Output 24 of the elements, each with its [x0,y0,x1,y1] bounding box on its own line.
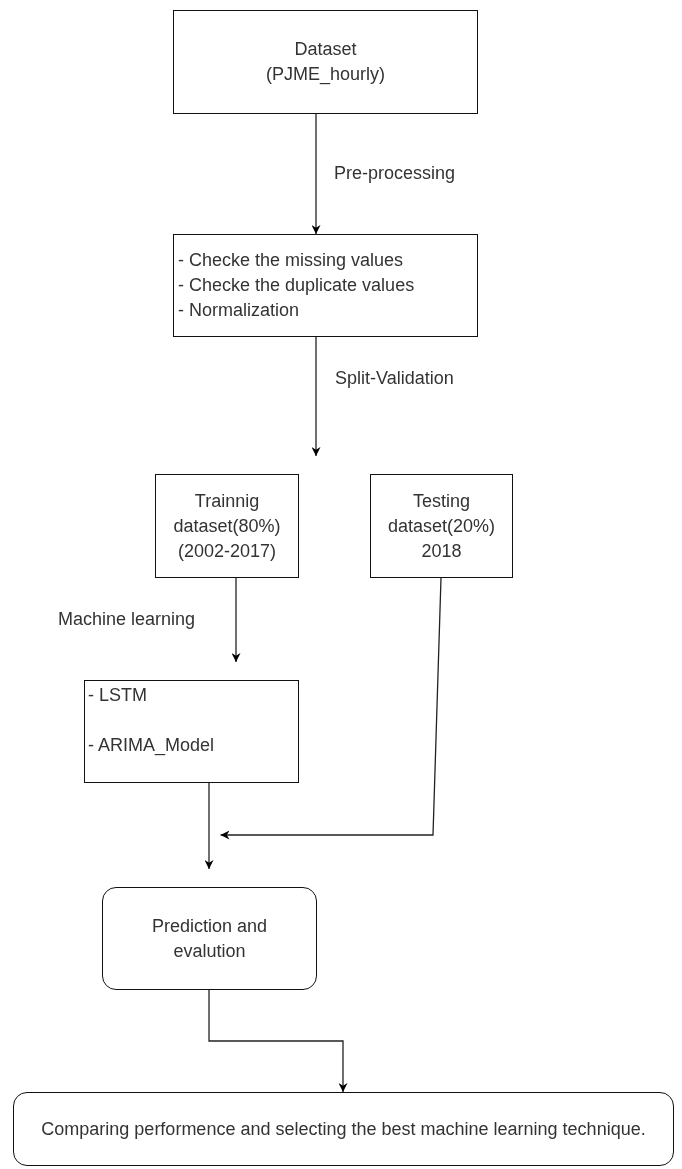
process-box [173,10,478,114]
process-box [173,234,478,337]
rounded-process-box [102,887,317,990]
node-text: (PJME_hourly) [265,63,386,87]
node-text: - ARIMA_Model [88,734,216,758]
node-text: Comparing performence and selecting the best machine learning technique. [40,1117,647,1141]
node-text: - Normalization [178,299,301,322]
arrow [208,989,348,1093]
arrow [204,782,214,870]
process-box [370,474,513,578]
process-box [84,680,299,783]
process-box [155,474,299,578]
arrow [311,336,321,457]
node-text: - Checke the duplicate values [178,274,416,297]
node-text: Dataset [293,38,358,61]
node-text: Testing dataset(20%) 2018 [386,489,497,563]
arrow [219,577,442,840]
rounded-process-box [13,1092,674,1166]
node-text: - Checke the missing values [178,249,405,272]
node-text: Prediction and evalution [150,914,269,963]
node-text: - LSTM [88,684,148,707]
arrow [311,113,321,235]
arrow [231,577,241,663]
node-text: Trainnig dataset(80%) (2002-2017) [172,489,282,563]
